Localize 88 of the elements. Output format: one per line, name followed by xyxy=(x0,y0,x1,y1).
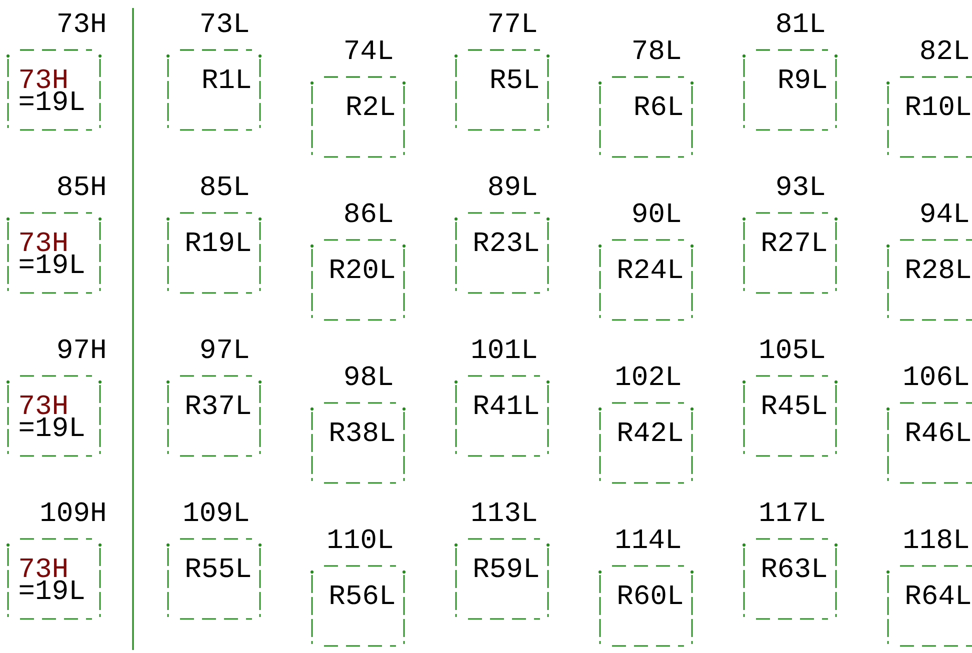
node-label: 117L xyxy=(760,502,824,521)
node-label: 85L xyxy=(201,176,248,196)
node-label: R42L xyxy=(618,422,682,441)
node-label: R38L xyxy=(330,422,394,442)
node-label: 109H xyxy=(42,502,105,522)
node-label: R2L xyxy=(348,96,394,115)
node-label: 94L xyxy=(921,203,968,222)
register-box: 117L R63L xyxy=(742,502,838,620)
register-box: 98L R38L xyxy=(310,366,406,484)
node-label: 89L xyxy=(489,176,536,196)
node-label: 77L xyxy=(490,14,536,32)
register-box: 90L R24L xyxy=(598,203,694,321)
node-label: 98L xyxy=(345,366,392,386)
node-label: 82L xyxy=(921,40,968,60)
node-label: R37L xyxy=(186,395,250,414)
register-box: 85L R19L xyxy=(166,176,262,294)
register-box: 118L R64L xyxy=(886,529,972,647)
node-label: 85H xyxy=(58,176,105,196)
node-label: R23L xyxy=(474,232,538,252)
node-label: =19L xyxy=(20,417,84,436)
register-box: 102L R42L xyxy=(598,366,694,484)
node-label: =19L xyxy=(20,254,84,274)
node-label: R28L xyxy=(906,259,970,278)
register-box: 93L R27L xyxy=(742,176,838,294)
node-label: 102L xyxy=(616,366,680,386)
node-label: R41L xyxy=(474,396,538,414)
node-label: R63L xyxy=(762,558,826,578)
node-label: 97H xyxy=(58,339,105,358)
register-box: 97L R37L xyxy=(166,339,262,457)
node-label: 78L xyxy=(634,40,680,60)
register-box: 89L R23L xyxy=(454,176,550,294)
register-box: 94L R28L xyxy=(886,203,972,321)
register-box: 105L R45L xyxy=(742,339,838,457)
node-label: R27L xyxy=(762,232,826,251)
node-label: R56L xyxy=(330,585,394,604)
node-label: 73H xyxy=(20,558,66,578)
node-label: R59L xyxy=(474,558,538,578)
register-box: 109L R55L xyxy=(166,502,262,620)
node-label: R45L xyxy=(762,396,826,414)
node-label: 113L xyxy=(472,502,536,522)
node-label: R64L xyxy=(906,585,970,604)
register-box: 109H 73H =19L xyxy=(6,502,105,620)
node-label: 101L xyxy=(472,339,536,358)
node-label: =19L xyxy=(20,580,84,600)
register-box: 113L R59L xyxy=(454,502,550,620)
node-label: 81L xyxy=(777,13,824,32)
node-label: R19L xyxy=(186,232,250,252)
node-label: R46L xyxy=(906,422,970,442)
node-label: 106L xyxy=(904,366,968,386)
node-label: 114L xyxy=(616,530,680,548)
node-label: 97L xyxy=(201,339,248,358)
node-label: 90L xyxy=(633,203,680,222)
node-label: 86L xyxy=(345,203,392,222)
node-label: 73H xyxy=(20,69,66,88)
node-label: R5L xyxy=(492,70,538,88)
node-label: =19L xyxy=(20,91,84,110)
node-label: R55L xyxy=(186,558,250,578)
node-label: 93L xyxy=(777,176,824,196)
register-box: 74L R2L xyxy=(310,40,406,158)
node-label: R10L xyxy=(906,96,970,116)
node-label: 105L xyxy=(760,339,824,358)
register-box: 97H 73H =19L xyxy=(6,339,105,457)
node-label: R24L xyxy=(618,259,682,278)
node-label: R60L xyxy=(618,585,682,604)
register-box: 106L R46L xyxy=(886,366,972,484)
node-label: 73L xyxy=(202,13,248,32)
register-box: 81L R9L xyxy=(742,13,838,131)
register-box: 101L R41L xyxy=(454,339,550,457)
node-label: R1L xyxy=(204,70,250,88)
node-label: 118L xyxy=(904,529,968,548)
node-label: 110L xyxy=(328,529,392,548)
register-box: 73H 73H =19L xyxy=(6,13,105,131)
node-label: 109L xyxy=(184,502,248,522)
node-label: R20L xyxy=(330,259,394,278)
register-box: 82L R10L xyxy=(886,40,972,158)
register-box: 114L R60L xyxy=(598,530,694,647)
node-label: R9L xyxy=(780,69,826,88)
register-box: 85H 73H =19L xyxy=(6,176,105,294)
node-label: 73H xyxy=(58,13,105,32)
node-label: R6L xyxy=(636,96,682,116)
node-label: 74L xyxy=(346,40,392,59)
register-box: 78L R6L xyxy=(598,40,694,158)
node-label: 73H xyxy=(20,232,66,252)
register-box: 110L R56L xyxy=(310,529,406,647)
register-box: 73L R1L xyxy=(166,13,262,131)
register-box: 86L R20L xyxy=(310,203,406,321)
register-box: 77L R5L xyxy=(454,14,550,131)
node-label: 73H xyxy=(20,395,66,414)
